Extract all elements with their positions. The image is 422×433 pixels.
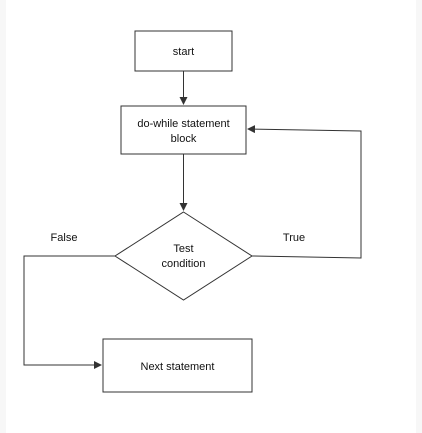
do-while-block-label-line2: block xyxy=(171,133,197,145)
next-statement-node xyxy=(102,338,253,393)
edge-true-loop-back xyxy=(247,125,362,259)
start-node xyxy=(134,30,233,72)
do-while-block-label-line1: do-while statement xyxy=(137,118,229,130)
test-condition-label-line1: Test xyxy=(173,243,193,255)
test-condition-label-line2: condition xyxy=(161,258,205,270)
do-while-block-node xyxy=(120,105,247,155)
true-edge-label: True xyxy=(283,232,305,244)
next-statement-label: Next statement xyxy=(141,361,215,373)
test-condition-node xyxy=(114,211,253,301)
false-edge-label: False xyxy=(51,232,78,244)
start-node-label: start xyxy=(173,46,194,58)
edge-false-to-next xyxy=(23,255,115,369)
